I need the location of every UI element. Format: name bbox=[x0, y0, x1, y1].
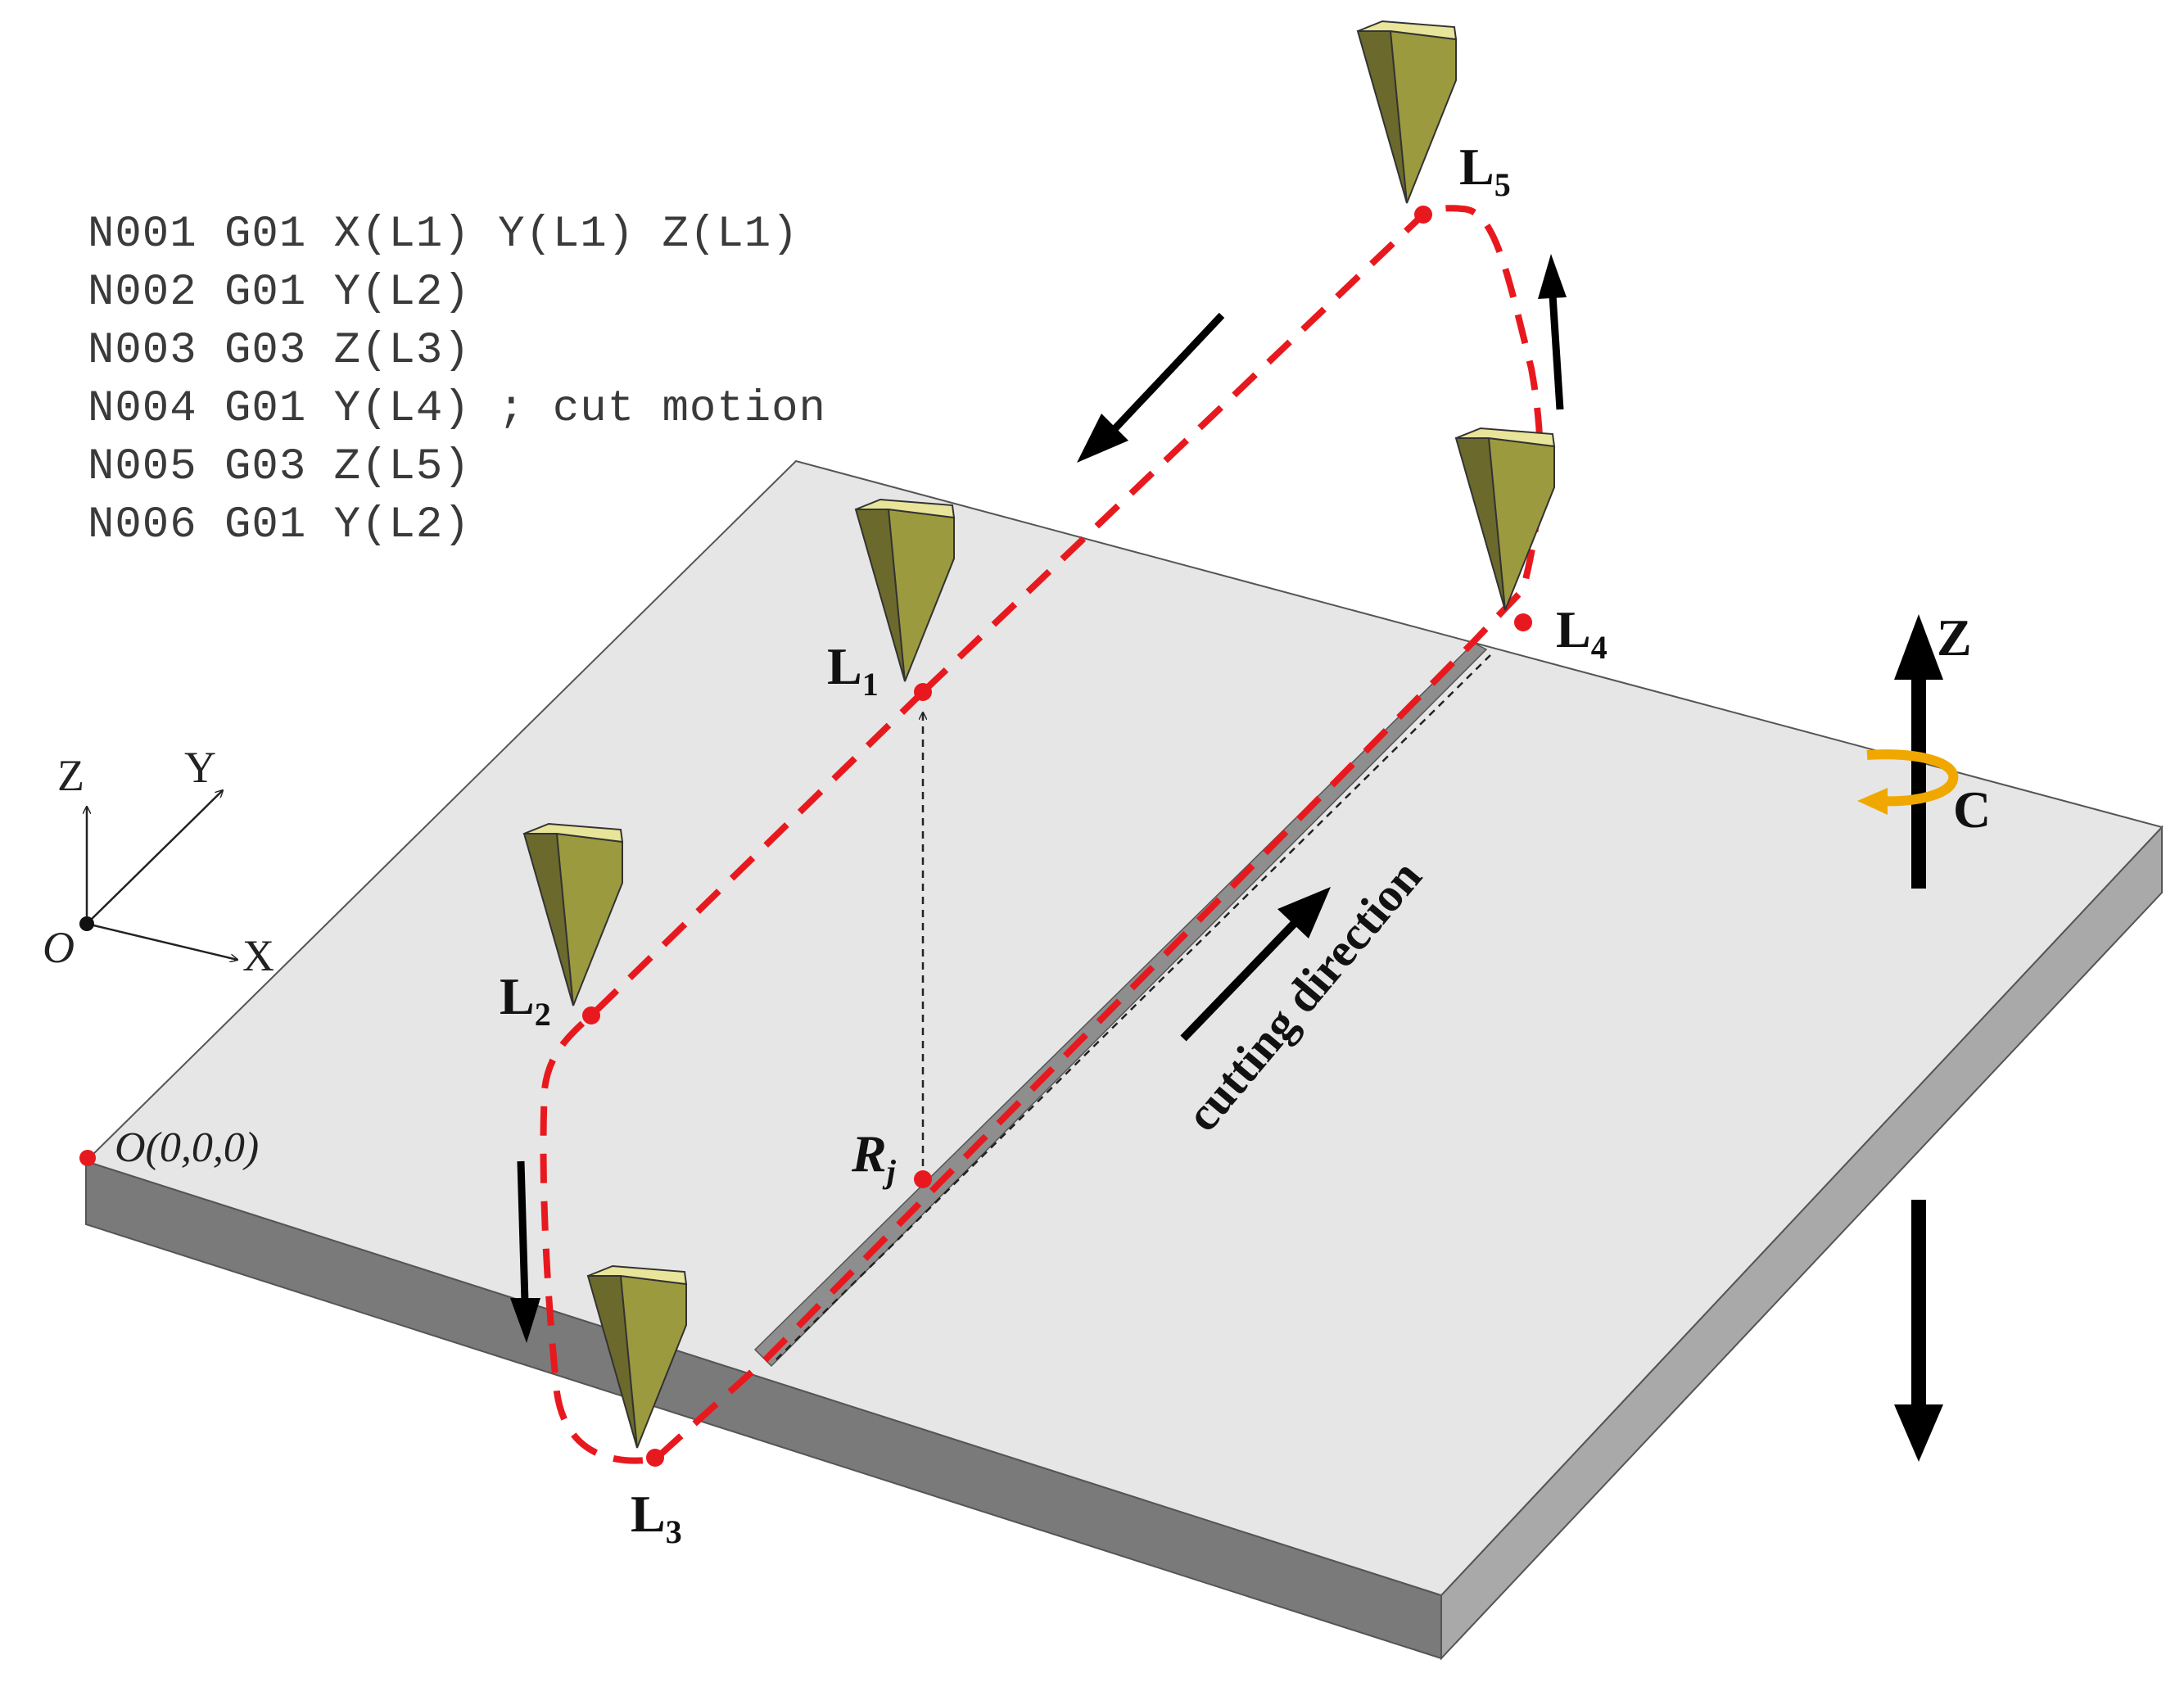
label-l1: L1 bbox=[827, 637, 879, 703]
arrow-return bbox=[1110, 312, 1225, 433]
tool-l5 bbox=[1356, 20, 1458, 204]
label-l4: L4 bbox=[1556, 600, 1607, 666]
origin-label: O bbox=[43, 923, 75, 972]
workpiece-origin-dot bbox=[79, 1150, 96, 1166]
origin-dot bbox=[79, 916, 94, 931]
tool-l4 bbox=[1454, 427, 1556, 611]
arrow-up-right bbox=[1549, 294, 1564, 410]
rotation-c-arrowhead bbox=[1857, 788, 1888, 815]
arrow-down-left-head bbox=[510, 1298, 540, 1343]
gcode-line-6: N006 G01 Y(L2) bbox=[88, 500, 471, 550]
y-axis-arrow bbox=[86, 790, 223, 925]
point-l4 bbox=[1514, 613, 1532, 631]
tool-l1 bbox=[854, 498, 956, 682]
gcode-line-5: N005 G03 Z(L5) bbox=[88, 442, 471, 492]
plate-top-face bbox=[84, 459, 2164, 1597]
machine-z-arrowhead-down bbox=[1894, 1404, 1943, 1462]
groove-bottom-line bbox=[775, 654, 1491, 1360]
tool-l3 bbox=[586, 1264, 688, 1449]
gcode-line-3: N003 G03 Z(L3) bbox=[88, 326, 471, 376]
rotation-c-label: C bbox=[1953, 780, 1991, 839]
z-axis-label: Z bbox=[57, 751, 84, 800]
machine-axes: Z C bbox=[1857, 608, 1991, 1462]
motion-arrows bbox=[510, 254, 1567, 1343]
point-l5 bbox=[1414, 206, 1432, 224]
point-l2 bbox=[582, 1006, 600, 1024]
point-l1 bbox=[914, 683, 932, 701]
machine-z-arrowhead-up bbox=[1894, 614, 1943, 680]
arrow-down-left bbox=[517, 1160, 529, 1303]
workpiece-plate bbox=[84, 459, 2164, 1661]
x-axis-arrow bbox=[86, 922, 237, 960]
tool-path bbox=[540, 205, 1544, 1464]
machine-z-label: Z bbox=[1937, 608, 1972, 667]
cutting-direction-arrow bbox=[1180, 920, 1297, 1042]
arrow-up-right-head bbox=[1538, 254, 1567, 299]
y-axis-label: Y bbox=[184, 743, 216, 792]
point-rj bbox=[914, 1170, 932, 1188]
label-l5: L5 bbox=[1459, 138, 1511, 203]
label-l2: L2 bbox=[500, 967, 551, 1033]
x-axis-label: X bbox=[242, 931, 274, 980]
tool-l2 bbox=[522, 822, 624, 1006]
coordinate-system: X Y Z O bbox=[43, 743, 274, 980]
label-l3: L3 bbox=[631, 1485, 682, 1550]
gcode-line-1: N001 G01 X(L1) Y(L1) Z(L1) bbox=[88, 210, 799, 260]
point-l3 bbox=[646, 1449, 664, 1467]
rotation-c-arrow bbox=[1866, 749, 1959, 807]
arrow-return-head bbox=[1077, 414, 1128, 463]
gcode-listing: N001 G01 X(L1) Y(L1) Z(L1) N002 G01 Y(L2… bbox=[88, 210, 826, 550]
workpiece-origin-label: O(0,0,0) bbox=[115, 1124, 259, 1171]
path-points bbox=[582, 206, 1532, 1467]
gcode-line-2: N002 G01 Y(L2) bbox=[88, 268, 471, 318]
label-rj: Rj bbox=[851, 1124, 897, 1190]
cutting-direction-arrowhead bbox=[1277, 887, 1331, 938]
gcode-line-4: N004 G01 Y(L4) ; cut motion bbox=[88, 384, 826, 434]
